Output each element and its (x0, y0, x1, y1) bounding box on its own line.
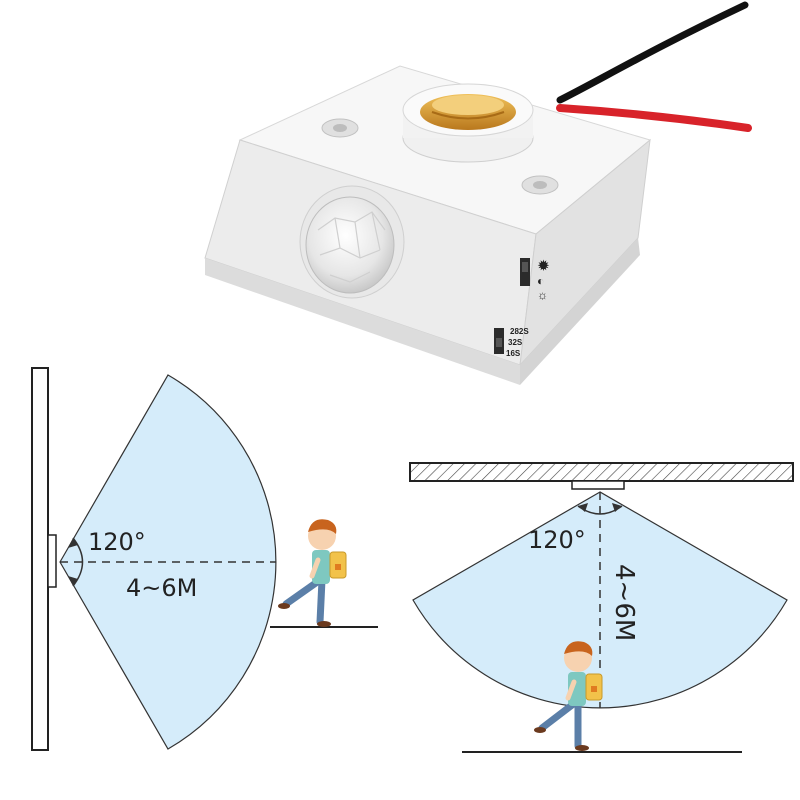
black-wire (556, 1, 749, 104)
ceiling-sensor (571, 480, 625, 490)
lamp-socket (402, 83, 534, 163)
sun-outline-icon: ☼ (537, 288, 548, 302)
ceiling-angle-label: 120° (528, 526, 586, 554)
moon-icon: ◐ (537, 274, 544, 288)
sun-icon: ✹ (537, 258, 550, 273)
switch-label-16s: 16S (506, 349, 521, 358)
sensor-lamp-holder: ✹ ◐ ☼ 282S 32S 16S (204, 1, 752, 385)
switch-label-32s: 32S (508, 338, 523, 347)
ceiling-mount-diagram: 120° 4~6M (409, 462, 794, 753)
pir-sensor-lens (299, 185, 405, 299)
child-figure-walking (534, 641, 603, 751)
wall (31, 367, 49, 751)
housing-base (205, 258, 520, 385)
wall-sensor (47, 534, 57, 588)
wall-mount-diagram: 120° 4~6M (31, 367, 378, 751)
ceiling-distance-label: 4~6M (609, 564, 639, 641)
wall-angle-label: 120° (88, 528, 146, 556)
ceiling (409, 462, 794, 482)
red-wire (556, 104, 752, 132)
light-mode-switch: ✹ ◐ ☼ (520, 258, 550, 302)
delay-switch: 282S 32S 16S (494, 327, 529, 358)
child-figure-walking (278, 519, 347, 627)
wall-distance-label: 4~6M (126, 574, 197, 602)
switch-label-282s: 282S (510, 327, 529, 336)
